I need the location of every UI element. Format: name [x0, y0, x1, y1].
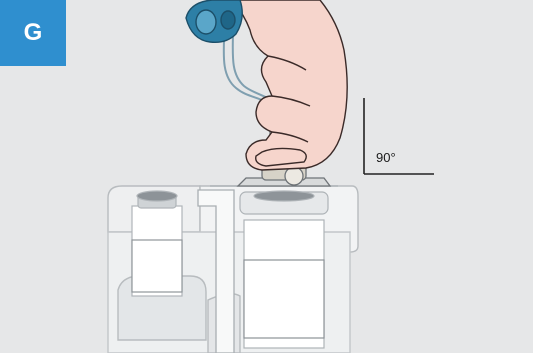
angle-label: 90° [376, 150, 396, 165]
step-badge: G [0, 0, 66, 66]
left-vial [132, 191, 182, 296]
step-letter: G [24, 19, 43, 47]
right-vial [240, 191, 328, 348]
